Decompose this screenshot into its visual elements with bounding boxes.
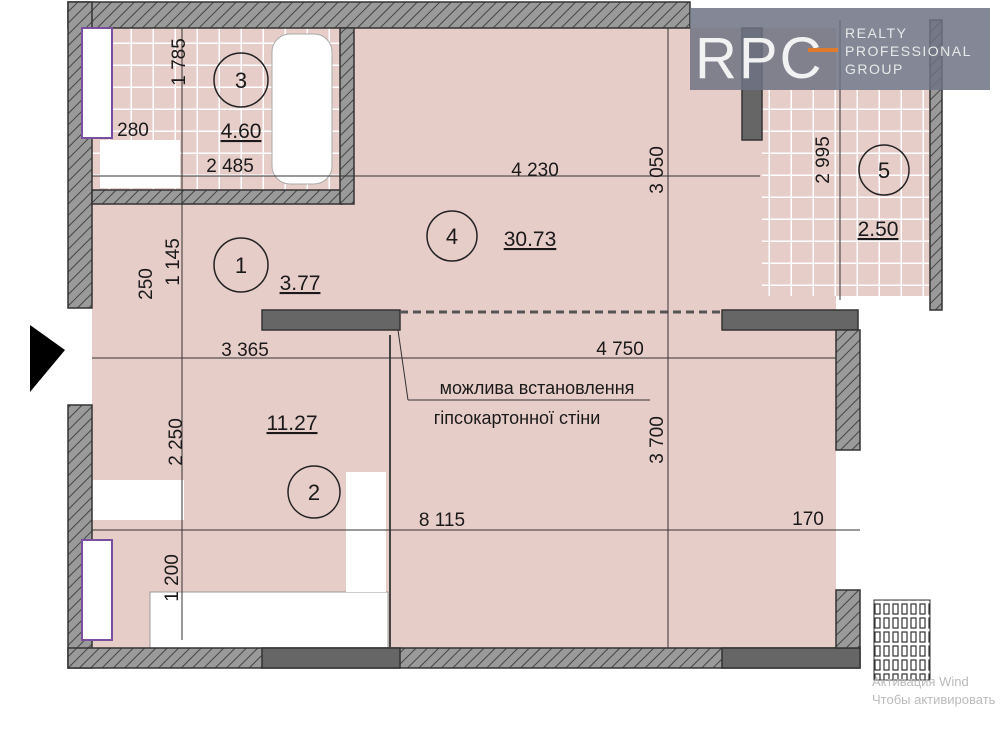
- room-4-label: 4 30.73: [426, 210, 557, 262]
- svg-text:1 785: 1 785: [169, 38, 190, 86]
- room-2-label: 11.27 2: [267, 412, 341, 519]
- svg-text:3: 3: [235, 68, 247, 93]
- entrance-arrow-icon: [30, 325, 65, 392]
- svg-text:8 115: 8 115: [419, 510, 465, 531]
- sink: [100, 140, 180, 188]
- windows-activation-watermark: Активация Wind Чтобы активировать: [872, 674, 996, 707]
- svg-text:280: 280: [117, 120, 149, 141]
- svg-text:2 485: 2 485: [206, 156, 254, 177]
- kitchen-counter: [149, 591, 389, 649]
- svg-text:2 995: 2 995: [813, 136, 834, 184]
- svg-text:4 230: 4 230: [511, 160, 559, 181]
- fridge: [346, 472, 386, 592]
- svg-text:1 200: 1 200: [162, 554, 183, 602]
- rpc-logo: RPC REALTY PROFESSIONAL GROUP: [690, 8, 990, 91]
- svg-text:11.27: 11.27: [267, 412, 318, 435]
- svg-text:RPC: RPC: [695, 26, 823, 91]
- svg-text:3.77: 3.77: [280, 272, 321, 295]
- svg-text:250: 250: [136, 268, 157, 300]
- svg-text:Активация Wind: Активация Wind: [872, 674, 969, 689]
- svg-text:5: 5: [878, 158, 890, 183]
- room-5-label: 5 2.50: [858, 144, 910, 241]
- svg-text:3 700: 3 700: [647, 416, 668, 464]
- svg-text:2 250: 2 250: [166, 418, 187, 466]
- svg-text:4.60: 4.60: [221, 120, 262, 143]
- kitchen-counter: [92, 480, 184, 520]
- svg-text:можлива встановлення: можлива встановлення: [440, 378, 635, 398]
- svg-text:гіпсокартонної стіни: гіпсокартонної стіни: [434, 408, 601, 428]
- svg-text:1: 1: [235, 253, 247, 278]
- svg-text:GROUP: GROUP: [845, 61, 904, 77]
- svg-text:170: 170: [792, 509, 824, 530]
- heater-unit: [81, 539, 113, 641]
- dimension-labels: 1 785 280 2 485 4 230 3 050 2 995 1 145 …: [117, 38, 834, 602]
- balcony-floor: [762, 90, 934, 296]
- svg-text:4 750: 4 750: [596, 339, 644, 360]
- svg-text:2: 2: [308, 480, 320, 505]
- svg-text:Чтобы активировать: Чтобы активировать: [872, 692, 996, 707]
- dimension-lines: [92, 20, 860, 648]
- svg-text:REALTY: REALTY: [845, 25, 907, 41]
- partition-note: можлива встановлення гіпсокартонної стін…: [397, 329, 650, 428]
- radiator: [873, 599, 931, 681]
- svg-text:1 145: 1 145: [163, 238, 184, 286]
- svg-text:4: 4: [446, 224, 458, 249]
- heater-unit: [81, 27, 113, 139]
- svg-text:30.73: 30.73: [504, 228, 557, 251]
- svg-text:3 365: 3 365: [221, 340, 269, 361]
- svg-text:PROFESSIONAL: PROFESSIONAL: [845, 43, 972, 59]
- svg-text:3 050: 3 050: [647, 146, 668, 194]
- svg-text:2.50: 2.50: [858, 218, 899, 241]
- room-1-label: 1 3.77: [213, 237, 321, 295]
- room-3-label: 3 4.60: [213, 52, 269, 143]
- bathtub: [271, 33, 333, 185]
